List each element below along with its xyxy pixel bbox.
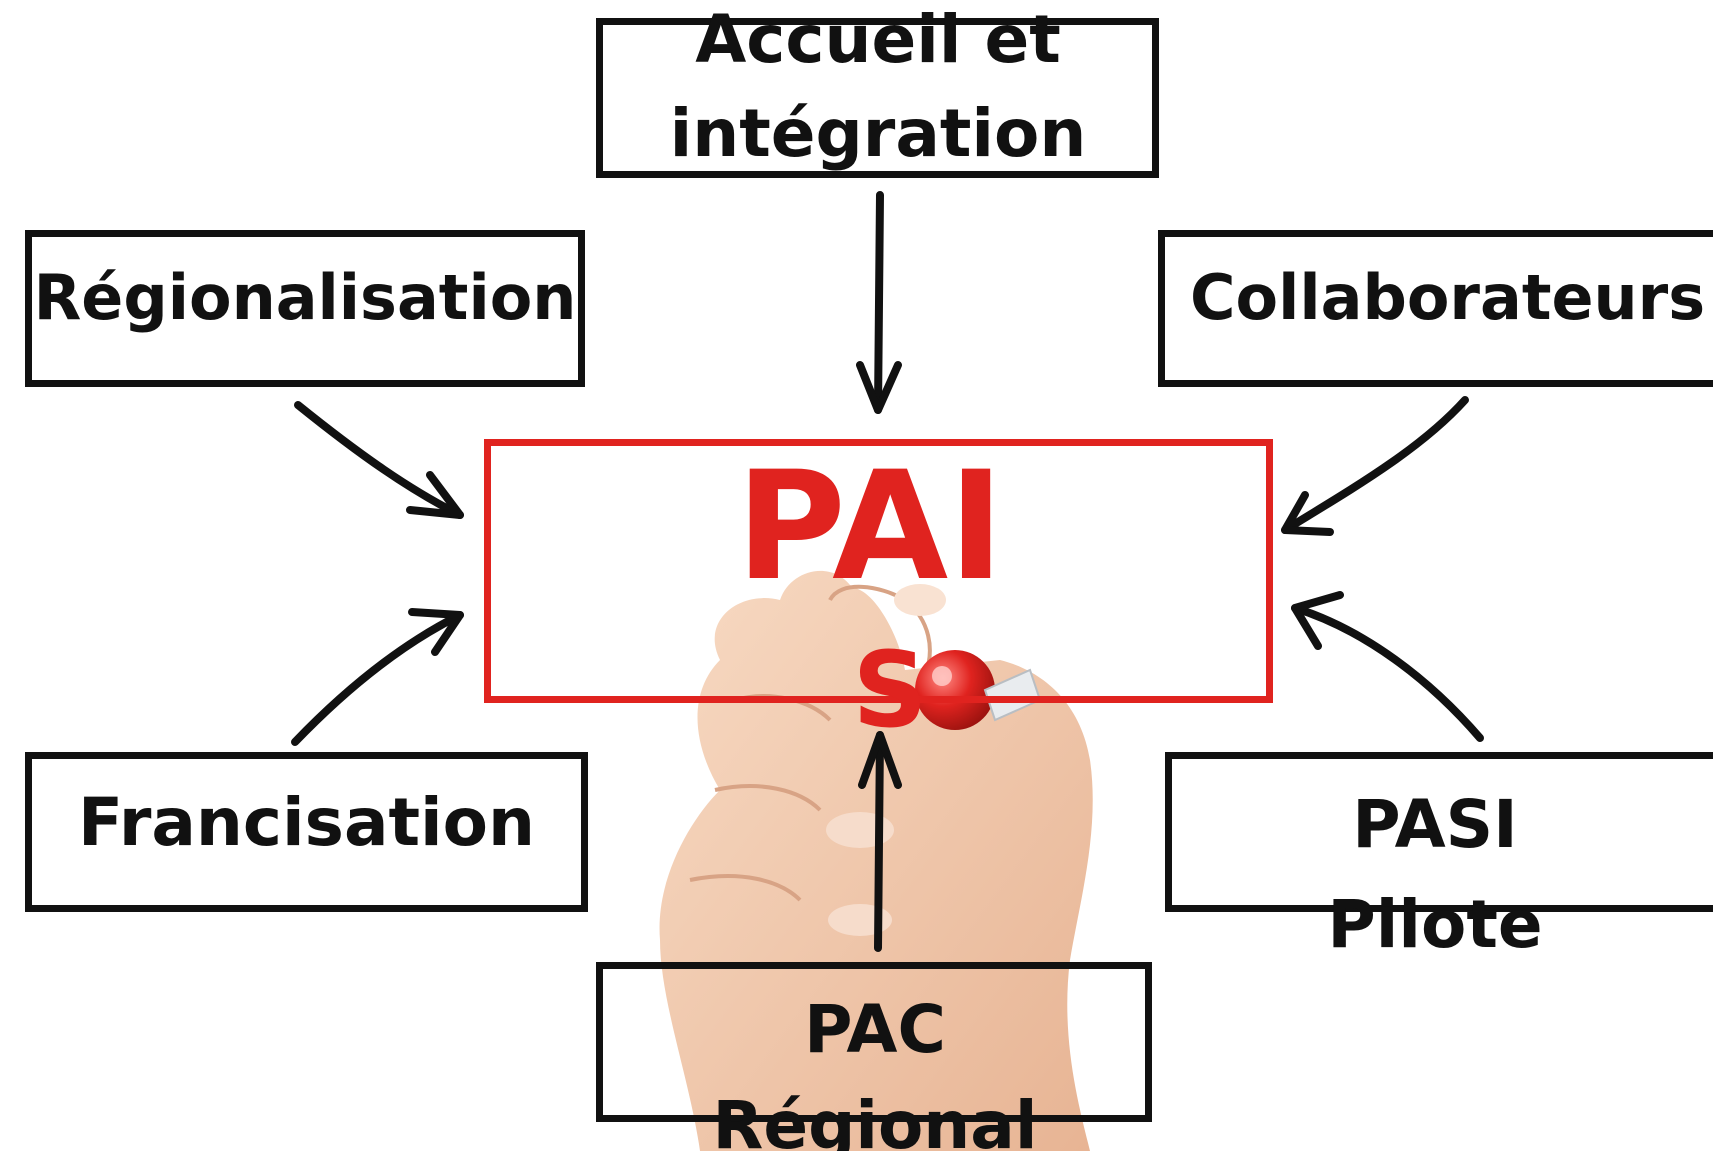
node-right-lower-label-line2: Pilote [1327, 886, 1543, 963]
marker-icon [915, 650, 1042, 730]
arrow-from-left-upper [294, 401, 464, 519]
center-node-label-line2: S [852, 629, 928, 751]
node-right-upper-label: Collaborateurs [1190, 261, 1706, 334]
node-right-upper-box [1158, 230, 1713, 387]
node-top-label-line2: intégration [669, 95, 1087, 172]
node-bottom-box [596, 962, 1152, 1122]
node-bottom-label-line2: Régional [712, 1087, 1038, 1151]
node-left-lower-box [25, 752, 588, 912]
node-right-lower-label-line1: PASI [1352, 786, 1518, 863]
arrow-from-bottom [858, 731, 902, 952]
center-node-label-line1: PAI [735, 440, 1005, 614]
node-bottom-label-line1: PAC [804, 991, 946, 1068]
node-right-lower-box [1165, 752, 1713, 912]
node-left-lower-label: Francisation [77, 784, 535, 861]
node-left-upper-box [25, 230, 585, 387]
arrow-from-right-upper [1281, 396, 1469, 536]
node-left-upper-label: Régionalisation [33, 261, 577, 334]
center-node-box [484, 439, 1273, 703]
node-top-box [596, 18, 1159, 178]
arrow-from-top [856, 191, 902, 414]
arrow-from-left-lower [291, 608, 464, 746]
node-top-label-line1: Accueil et [695, 1, 1061, 78]
arrow-from-right-lower [1291, 591, 1484, 742]
